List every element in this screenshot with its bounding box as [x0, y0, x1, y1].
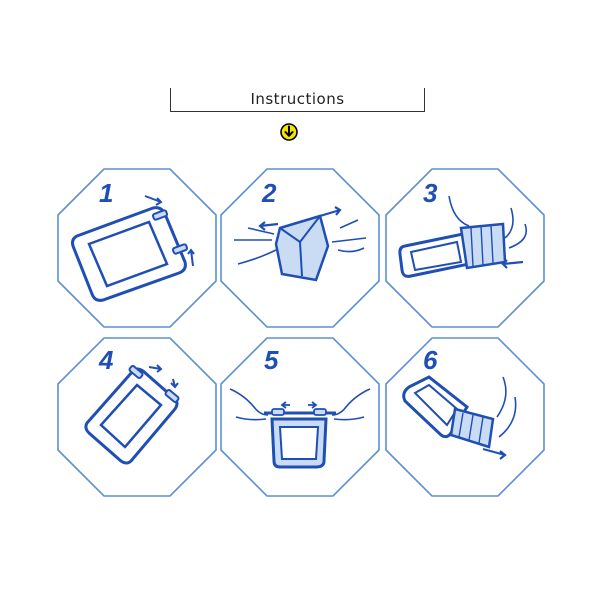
- step-4: 4: [57, 337, 217, 497]
- slide-lock-icon: [402, 375, 517, 460]
- step-number: 1: [99, 178, 113, 208]
- title-bracket: Instructions: [170, 88, 425, 112]
- step-6: 6: [385, 337, 545, 497]
- insert-phone-icon: [398, 195, 528, 278]
- step-2: 2: [220, 168, 380, 328]
- down-arrow-icon: [280, 123, 298, 141]
- step-number: 4: [98, 345, 114, 375]
- step-1: 1: [57, 168, 217, 328]
- step-3: 3: [385, 168, 545, 328]
- step-number: 5: [264, 345, 279, 375]
- step-5: 5: [220, 337, 380, 497]
- pouch-close-locks-icon: [84, 364, 180, 465]
- page-title: Instructions: [250, 90, 345, 108]
- pouch-open-locks-icon: [71, 195, 195, 302]
- step-number: 3: [423, 178, 438, 208]
- step-number: 2: [261, 178, 277, 208]
- press-seal-icon: [229, 388, 371, 469]
- step-number: 6: [423, 345, 438, 375]
- pouch-open-top-icon: [234, 206, 367, 282]
